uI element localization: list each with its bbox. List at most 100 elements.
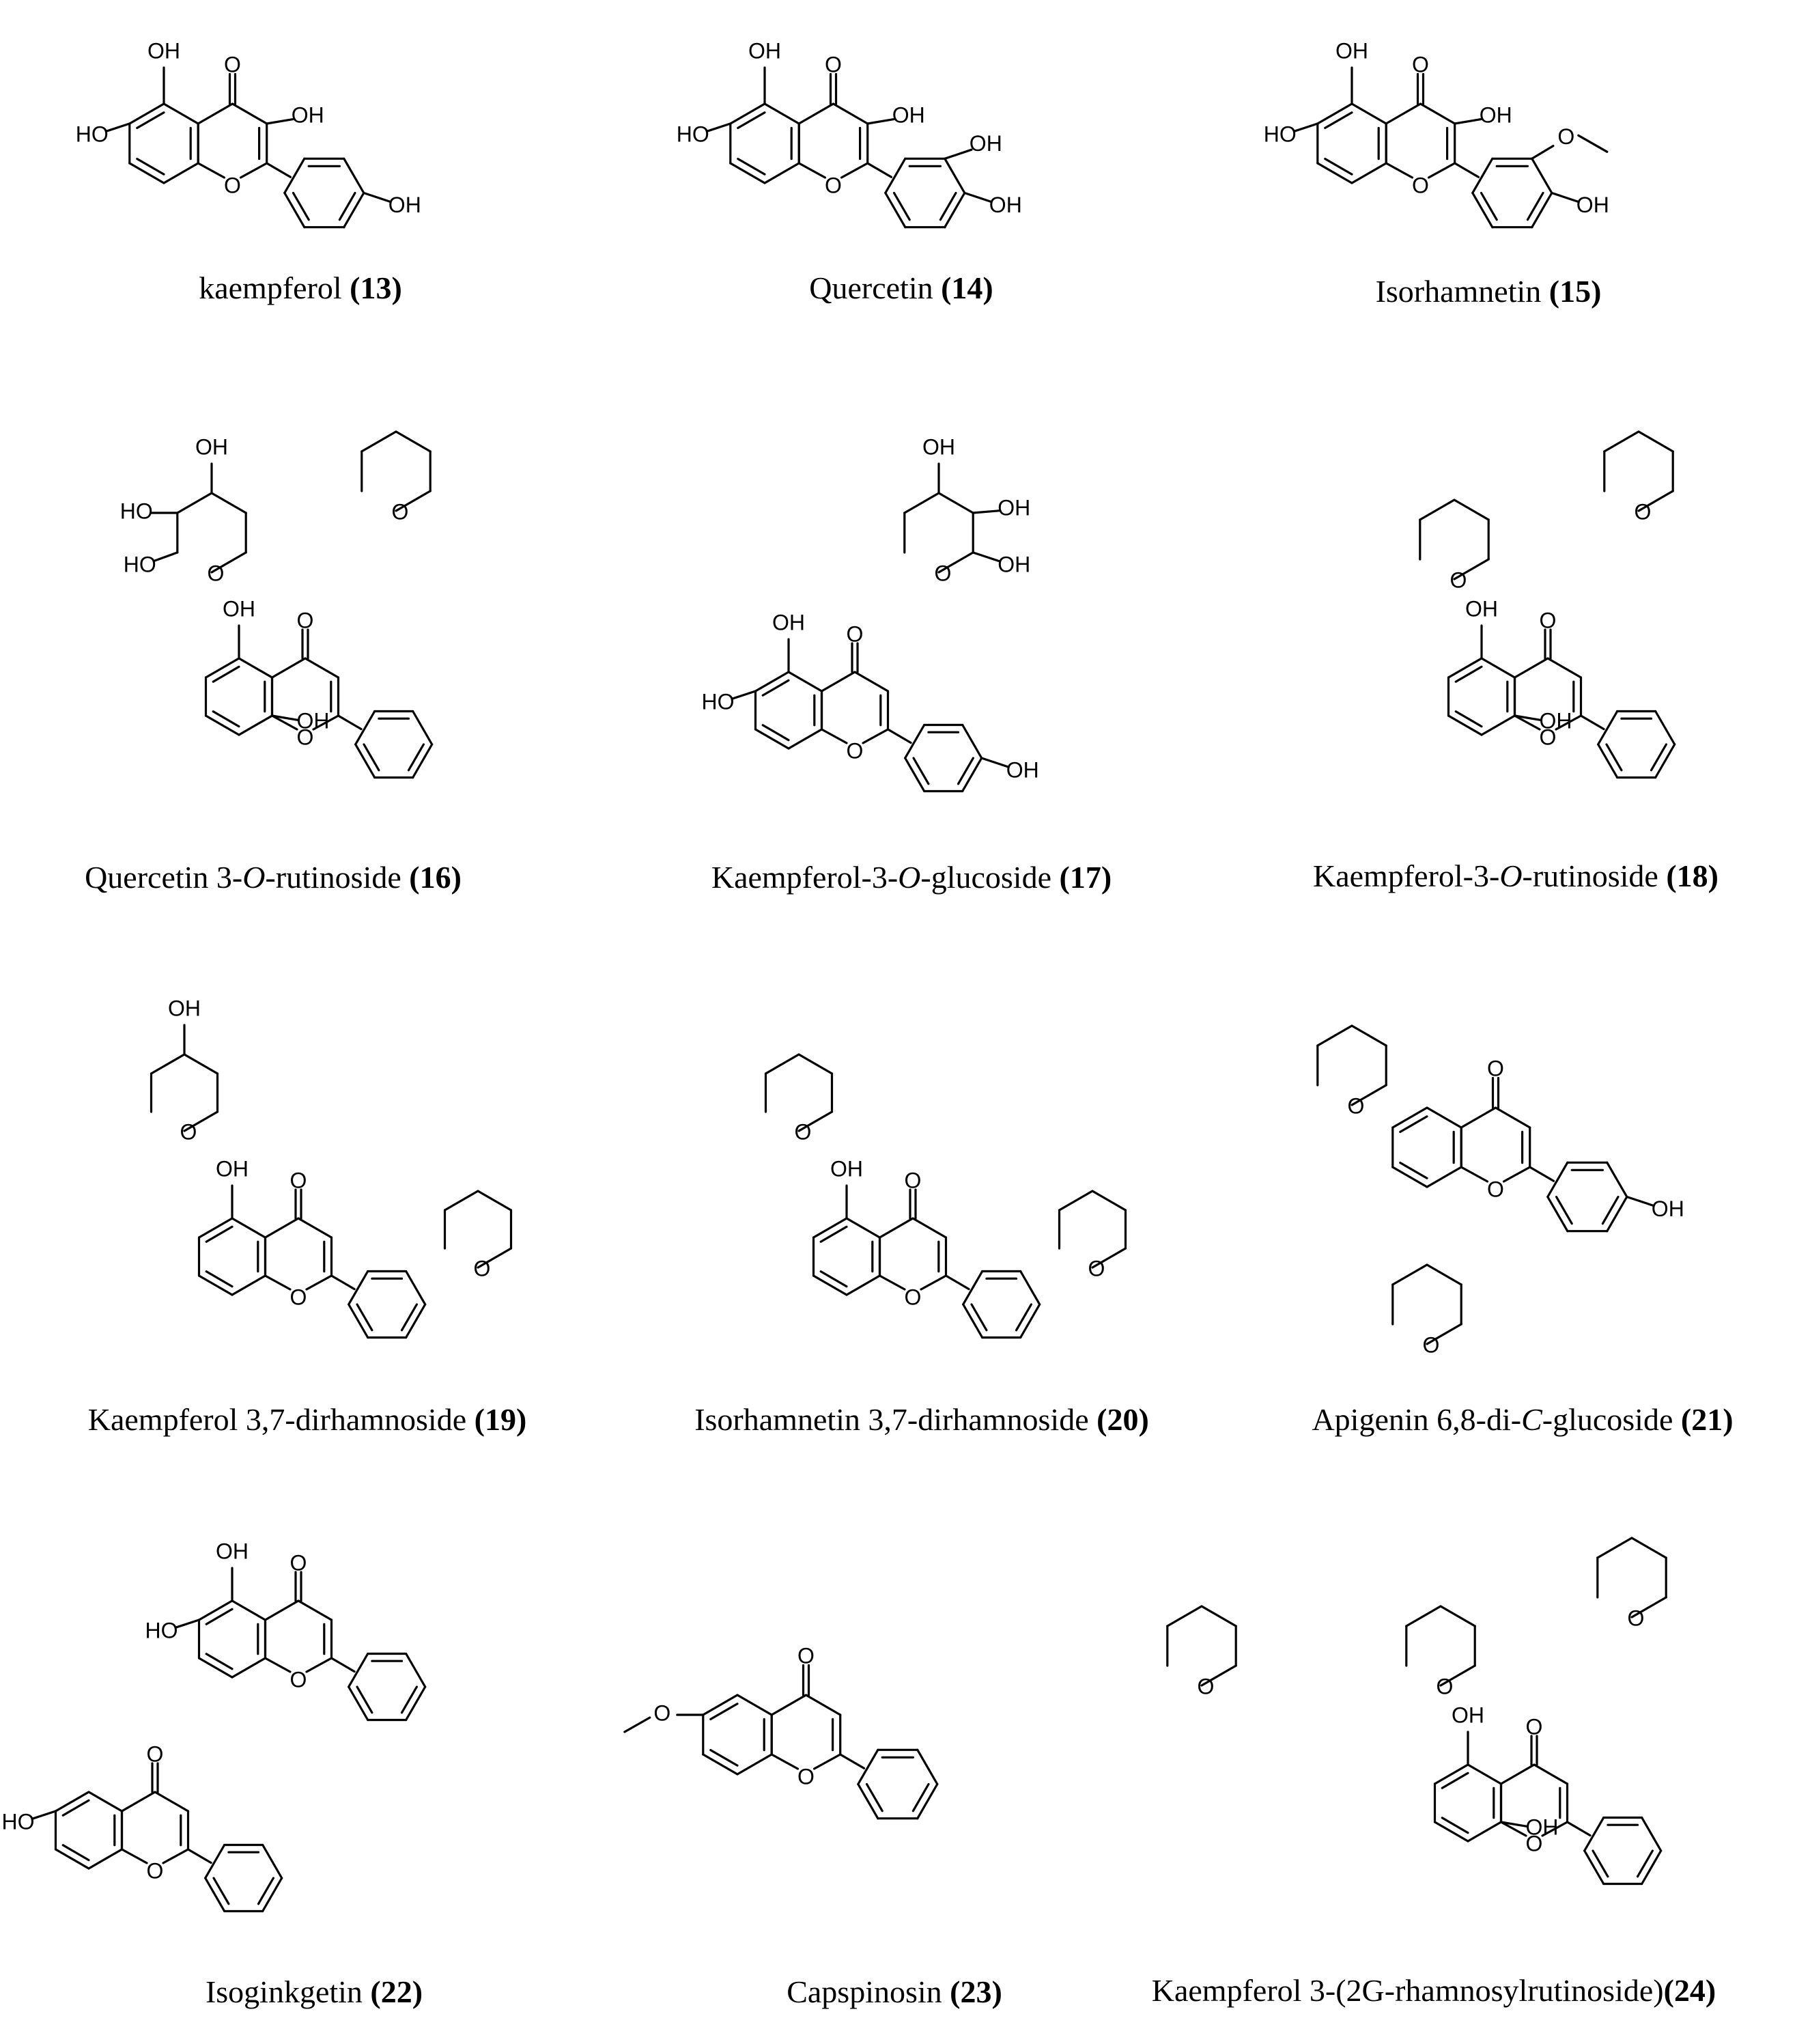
hydroxyl-7: OH	[1526, 1815, 1559, 1839]
a-ring-bond	[87, 1791, 124, 1812]
a-ring-double-bond	[737, 158, 766, 176]
hydroxyl-4prime-bond	[363, 191, 392, 204]
compound-15-number: (15)	[1549, 274, 1602, 309]
c-ring-bond	[1460, 1106, 1497, 1129]
ring-oxygen: O	[1540, 725, 1557, 749]
c-ring-bond	[304, 657, 340, 679]
a-ring-double-bond	[136, 158, 165, 176]
b-ring-bond	[343, 191, 365, 229]
b-ring-bond	[916, 1782, 939, 1820]
a-ring-bond	[754, 671, 790, 692]
compound-19-number: (19)	[474, 1402, 527, 1437]
rhamnose-6-bond	[1596, 1537, 1633, 1559]
b-ring-bond	[343, 157, 365, 195]
compound-21-name-post: -glucoside	[1542, 1402, 1673, 1437]
b-ring-bond	[961, 723, 983, 759]
carbonyl-oxygen: O	[290, 1550, 307, 1575]
c-ring-bond	[197, 102, 234, 125]
b-ring-double-bond	[292, 191, 310, 221]
b-ring-bond	[904, 757, 926, 793]
a-ring-double-bond	[205, 1270, 234, 1288]
methyl-bond	[1577, 134, 1609, 153]
a-ring-double-bond	[205, 1225, 234, 1243]
hydroxyl-4prime: OH	[1652, 1196, 1684, 1221]
rhamnose-7-bond	[477, 1247, 513, 1269]
rhamnose-2-bond	[1200, 1605, 1237, 1627]
c-ring-bond	[862, 728, 890, 744]
rhamnose-3-bond	[797, 1110, 834, 1132]
hydroxyl-7: OH	[1540, 708, 1572, 733]
b-ring-double-bond	[939, 191, 957, 221]
a-ring-bond	[128, 162, 165, 184]
rhamnose-2-bond	[1166, 1605, 1203, 1627]
compound-18-name-pre: Kaempferol-3-	[1313, 858, 1500, 893]
c-ring-bond	[264, 1217, 300, 1239]
c-ring-bond	[154, 1791, 190, 1812]
b-ring-link	[1579, 714, 1605, 731]
glucose-bond	[937, 551, 974, 574]
b-ring-bond	[1583, 1849, 1605, 1886]
b-ring-link	[337, 714, 363, 731]
hydroxyl-3-bond	[1454, 118, 1482, 125]
hydroxyl-3: OH	[292, 102, 324, 127]
compound-18-caption: Kaempferol-3-O-rutinoside (18)	[1256, 858, 1775, 894]
c-ring-bond	[797, 102, 835, 125]
glucose-bond	[176, 492, 213, 514]
a-ring-bond	[1316, 162, 1353, 184]
c-ring-bond	[120, 1791, 156, 1812]
glucose-bond	[210, 492, 247, 514]
a-ring-bond	[54, 1848, 90, 1870]
rhamnose-7-bond	[443, 1190, 479, 1212]
compound-15-name: Isorhamnetin	[1375, 274, 1542, 309]
compound-19-caption: Kaempferol 3,7-dirhamnoside (19)	[27, 1401, 587, 1438]
c-ring-bond	[1419, 102, 1456, 125]
hydroxyl-5: OH	[216, 1539, 249, 1563]
glucose-6-oxygen: O	[1348, 1093, 1365, 1118]
compound-13-number: (13)	[350, 270, 402, 305]
b-ring-bond	[283, 191, 306, 229]
hydroxyl-7-bond	[174, 1619, 201, 1629]
b-ring-bond	[1654, 743, 1676, 779]
a-ring-double-bond	[1399, 1115, 1428, 1133]
a-ring-bond	[231, 1217, 267, 1239]
a-ring-bond	[736, 1753, 773, 1776]
b-ring-bond	[1471, 191, 1494, 229]
c-ring-bond	[120, 1848, 148, 1864]
hydroxyl-4prime: OH	[388, 193, 421, 217]
compound-19-name: Kaempferol 3,7-dirhamnoside	[87, 1402, 467, 1437]
b-ring-double-bond	[257, 1877, 274, 1905]
hydroxyl-7: HO	[1264, 122, 1297, 146]
b-ring-bond	[857, 1782, 879, 1820]
compound-18-number: (18)	[1666, 858, 1719, 893]
a-ring-double-bond	[212, 710, 240, 728]
c-ring-bond	[820, 671, 856, 692]
ring-oxygen: O	[1526, 1831, 1543, 1856]
methoxy-oxygen: O	[1557, 124, 1574, 149]
c-ring-bond	[1546, 657, 1583, 679]
hydroxyl-7: OH	[297, 708, 330, 733]
rhamnose-3-bond	[797, 1053, 834, 1075]
compound-17-name-italic: O	[898, 860, 921, 895]
a-ring-bond	[1433, 1763, 1469, 1785]
compound-13-name: kaempferol	[199, 270, 342, 305]
compound-16-name-post: -rutinoside	[265, 860, 401, 895]
a-ring-bond	[238, 714, 274, 736]
b-ring-bond	[1597, 710, 1619, 746]
b-ring-bond	[1606, 1195, 1628, 1233]
glucose-hydroxyl-2-bond	[972, 551, 1001, 563]
hydroxyl-7-bond	[105, 122, 131, 132]
b-ring-bond	[904, 723, 926, 759]
compound-24-number: (24)	[1663, 1973, 1716, 2008]
a-ring-double-bond	[212, 665, 240, 683]
a-ring-bond	[1480, 714, 1516, 736]
hydroxyl-3prime-bond	[944, 148, 973, 160]
b-ring-bond	[261, 1877, 283, 1913]
b-ring-double-bond	[865, 1782, 883, 1812]
a-ring-bond	[204, 657, 240, 679]
